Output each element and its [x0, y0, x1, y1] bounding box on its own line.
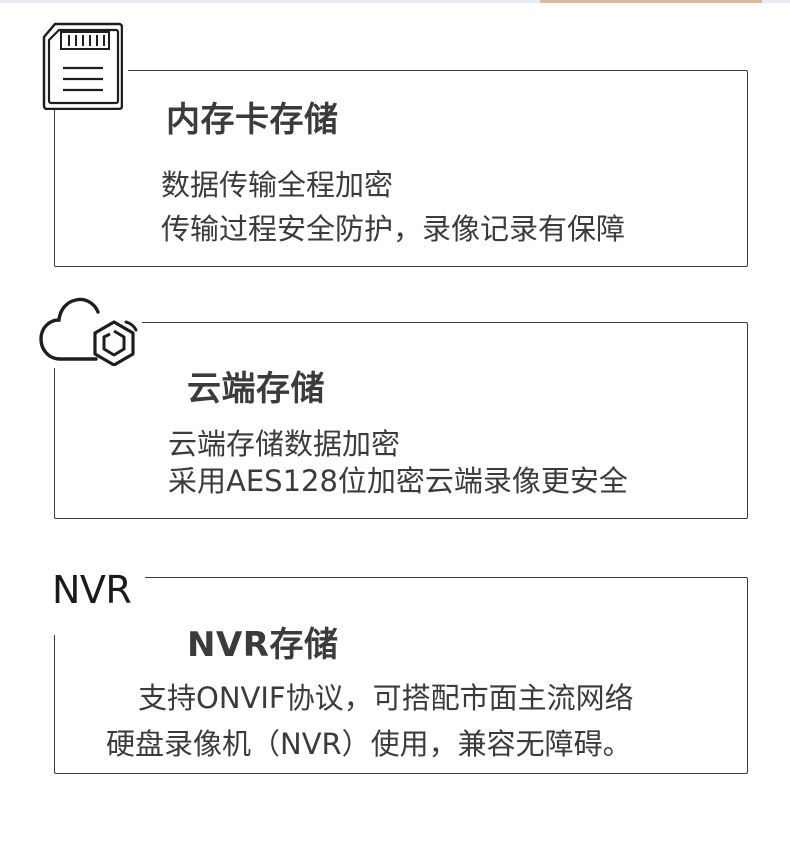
- top-strip: [0, 0, 790, 3]
- card-desc-line: 云端存储数据加密: [168, 427, 401, 461]
- sd-card-icon: [41, 22, 123, 110]
- card-desc-line: 数据传输全程加密: [161, 168, 394, 202]
- nvr-icon: NVR: [52, 566, 146, 614]
- card-title: NVR存储: [187, 625, 339, 665]
- card-memory-storage: [54, 70, 748, 267]
- card-desc-line: 硬盘录像机（NVR）使用，兼容无障碍。: [106, 727, 632, 761]
- top-image-fragment: [540, 0, 762, 3]
- card-desc-line: 支持ONVIF协议，可搭配市面主流网络: [138, 681, 634, 715]
- card-title: 云端存储: [187, 369, 325, 409]
- cloud-hexagon-icon: [38, 296, 142, 366]
- card-title: 内存卡存储: [166, 100, 339, 140]
- card-nvr-storage: [54, 577, 748, 774]
- card-desc-line: 采用AES128位加密云端录像更安全: [168, 464, 628, 498]
- card-desc-line: 传输过程安全防护，录像记录有保障: [161, 212, 626, 246]
- card-cloud-storage: [54, 322, 748, 519]
